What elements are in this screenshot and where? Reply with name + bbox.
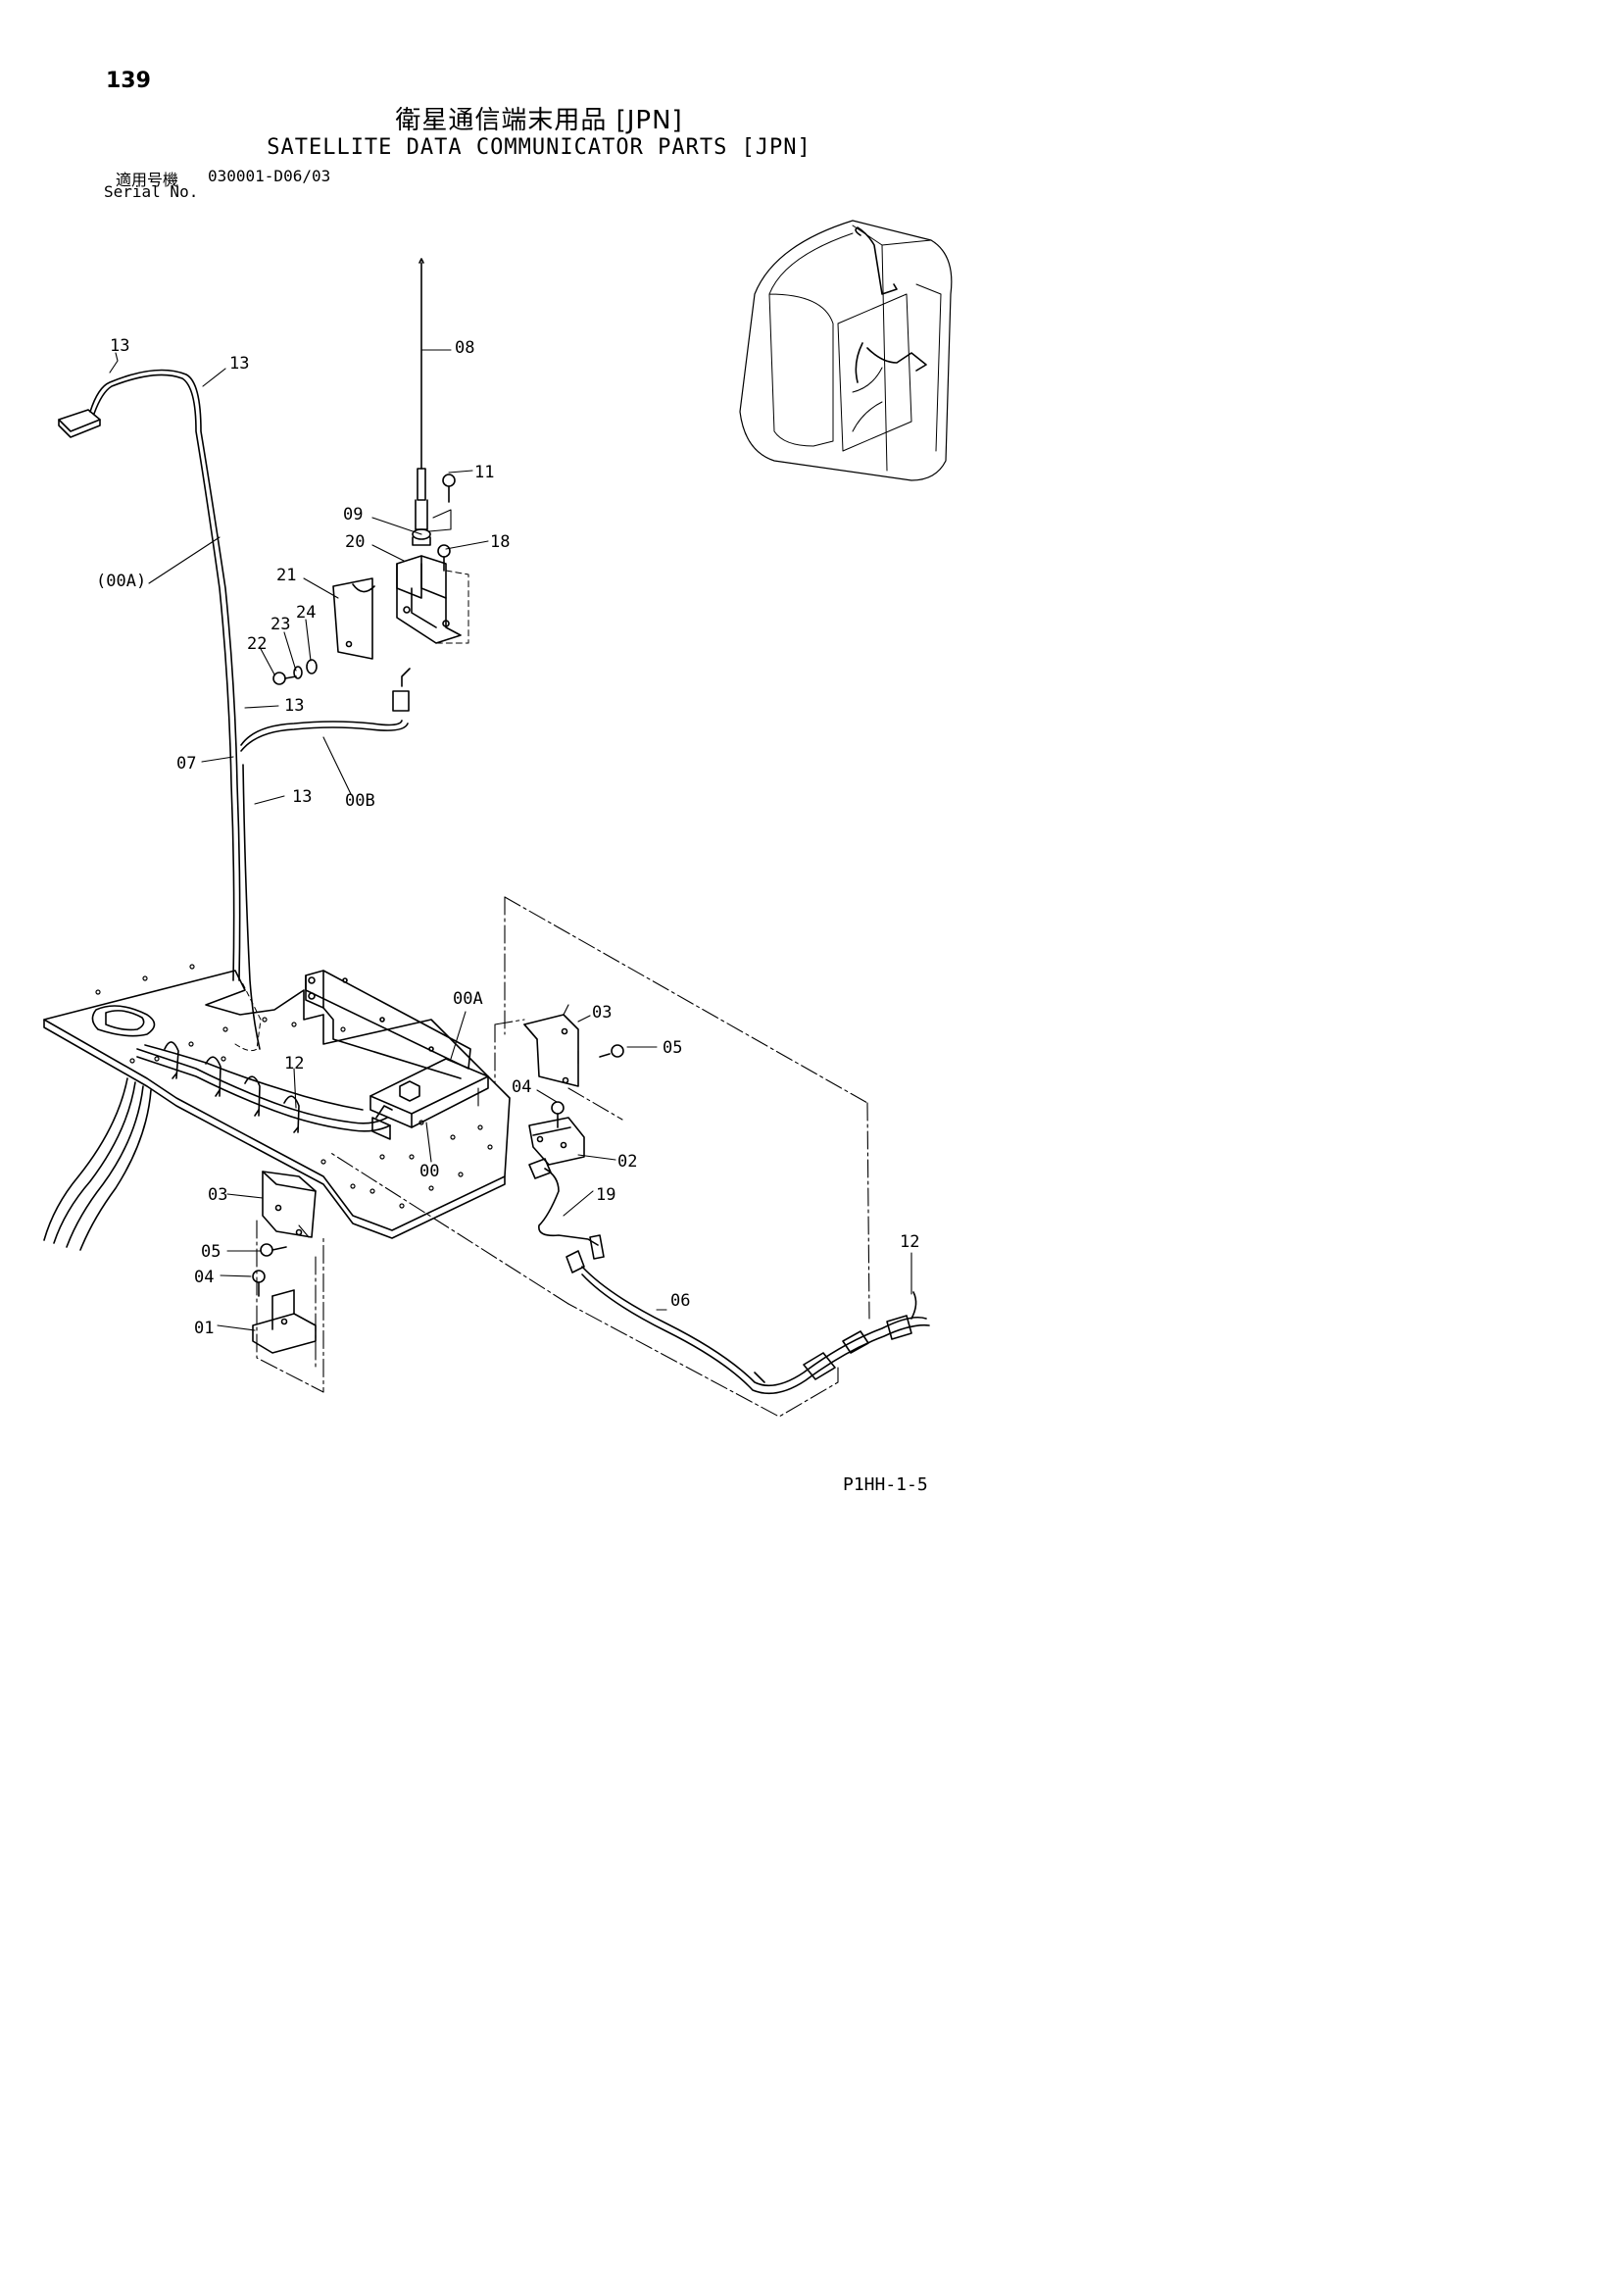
callout-01: 01 <box>194 1319 214 1338</box>
harness-loom <box>43 979 391 1251</box>
title-japanese: 衛星通信端末用品 [JPN] <box>395 106 683 135</box>
callout-23: 23 <box>270 615 290 634</box>
page-number: 139 <box>106 69 151 93</box>
callout-00B: 00B <box>345 791 375 811</box>
cab-inset-illustration <box>739 220 953 481</box>
callout-12: 12 <box>284 1054 304 1073</box>
callout-19: 19 <box>596 1185 615 1205</box>
callout-00: 00 <box>419 1162 439 1181</box>
page-code: P1HH-1-5 <box>843 1474 928 1495</box>
bracket-03-right <box>523 1014 579 1087</box>
callout-20: 20 <box>345 532 365 552</box>
bracket-01 <box>252 1289 317 1354</box>
title-english: SATELLITE DATA COMMUNICATOR PARTS [JPN] <box>267 135 812 160</box>
callout-12: 12 <box>900 1232 919 1252</box>
bracket-02 <box>528 1117 585 1166</box>
callout-11: 11 <box>474 463 494 482</box>
serial-range: 030001-D06/03 <box>208 167 331 185</box>
harness-00A <box>58 369 411 1050</box>
callout-00A-harness: (00A) <box>96 572 146 591</box>
callout-18: 18 <box>490 532 510 552</box>
callout-05: 05 <box>201 1242 221 1262</box>
callout-13: 13 <box>229 354 249 374</box>
callout-04: 04 <box>512 1077 531 1097</box>
callout-04: 04 <box>194 1268 214 1287</box>
serial-label-english: Serial No. <box>104 182 199 201</box>
callout-03: 03 <box>592 1003 612 1023</box>
callout-03: 03 <box>208 1185 227 1205</box>
callout-08: 08 <box>455 338 474 358</box>
antenna-assembly <box>412 258 431 546</box>
callout-13: 13 <box>292 787 312 807</box>
base-plate <box>43 964 511 1239</box>
communicator-unit <box>369 1058 489 1140</box>
callout-07: 07 <box>176 754 196 774</box>
callout-00A: 00A <box>453 989 483 1009</box>
callout-22: 22 <box>247 634 267 654</box>
callout-13: 13 <box>284 696 304 716</box>
callout-21: 21 <box>276 566 296 585</box>
bracket-03-left <box>262 1171 317 1238</box>
leader-lines <box>109 349 912 1331</box>
device-bracket <box>305 970 471 1079</box>
callout-02: 02 <box>617 1152 637 1172</box>
callout-06: 06 <box>670 1291 690 1311</box>
reference-lines <box>256 896 870 1418</box>
serial-label-japanese: 適用号機 <box>116 171 179 189</box>
callout-13: 13 <box>110 336 129 356</box>
harness-19-06 <box>528 1158 930 1395</box>
callout-labels: 13 13 08 11 09 20 18 21 (00A) 23 24 22 1… <box>96 336 919 1338</box>
callout-05: 05 <box>663 1038 682 1058</box>
parts-diagram: 13 13 08 11 09 20 18 21 (00A) 23 24 22 1… <box>43 220 953 1418</box>
antenna-bracket <box>332 555 469 660</box>
callout-09: 09 <box>343 505 363 524</box>
callout-24: 24 <box>296 603 316 623</box>
